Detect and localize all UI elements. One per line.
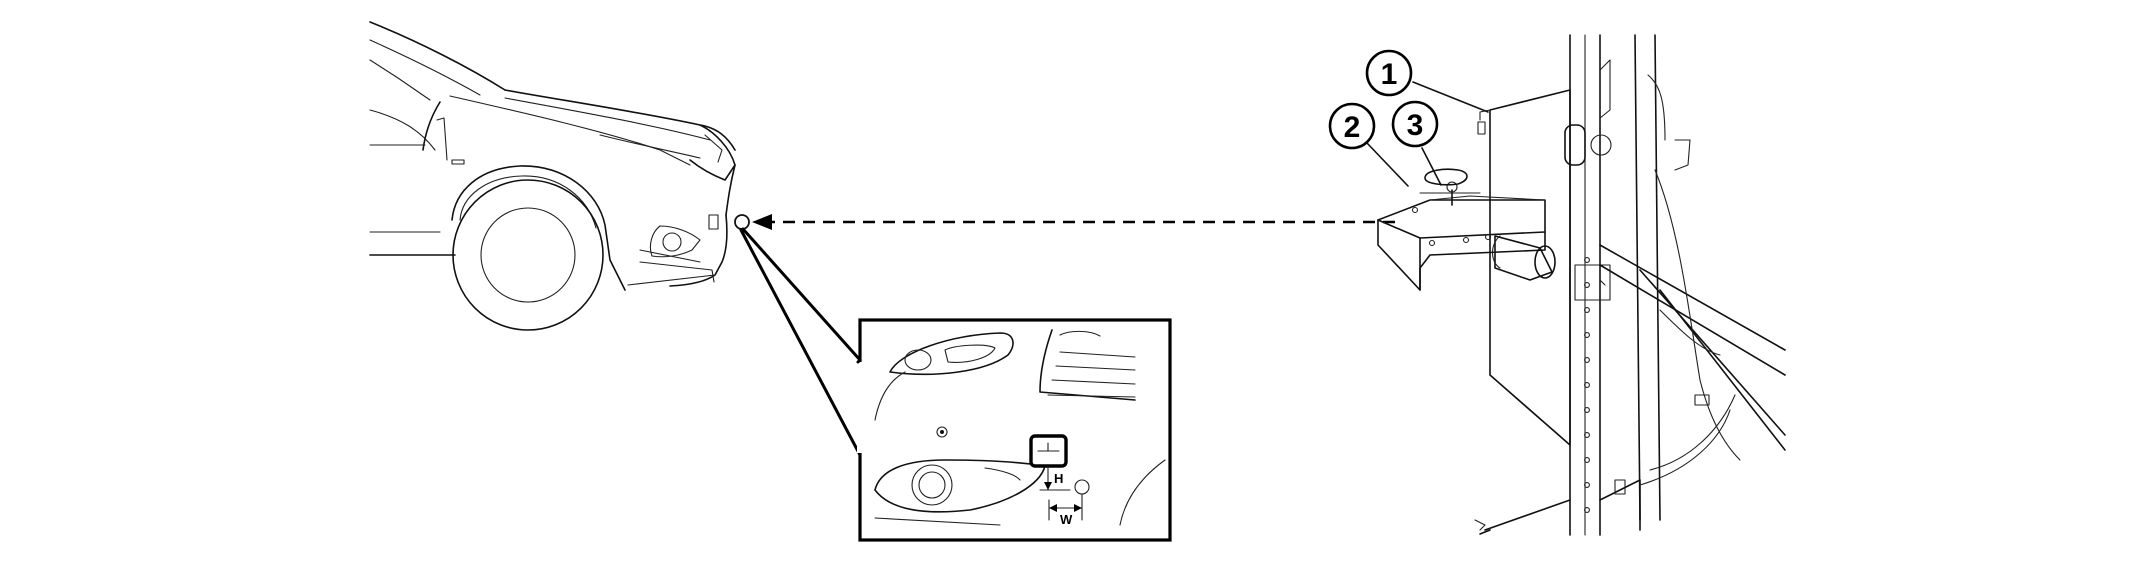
callout-1: 1 [1365, 49, 1489, 113]
laser-sight-line [752, 214, 1395, 230]
height-dimension-label: H [1054, 471, 1063, 486]
callout-3: 3 [1391, 100, 1442, 186]
zoom-leader-lines [739, 227, 862, 457]
width-dimension-label: W [1060, 512, 1073, 527]
svg-text:1: 1 [1381, 58, 1398, 91]
callout-2: 2 [1328, 102, 1409, 187]
car-front-icon [369, 21, 736, 331]
svg-text:3: 3 [1407, 109, 1424, 142]
detail-inset: H W [856, 318, 1172, 542]
radar-adjuster-stand-icon [1377, 34, 1786, 536]
target-point-icon [734, 214, 750, 230]
svg-text:2: 2 [1344, 111, 1361, 144]
post-holes [1584, 257, 1590, 513]
